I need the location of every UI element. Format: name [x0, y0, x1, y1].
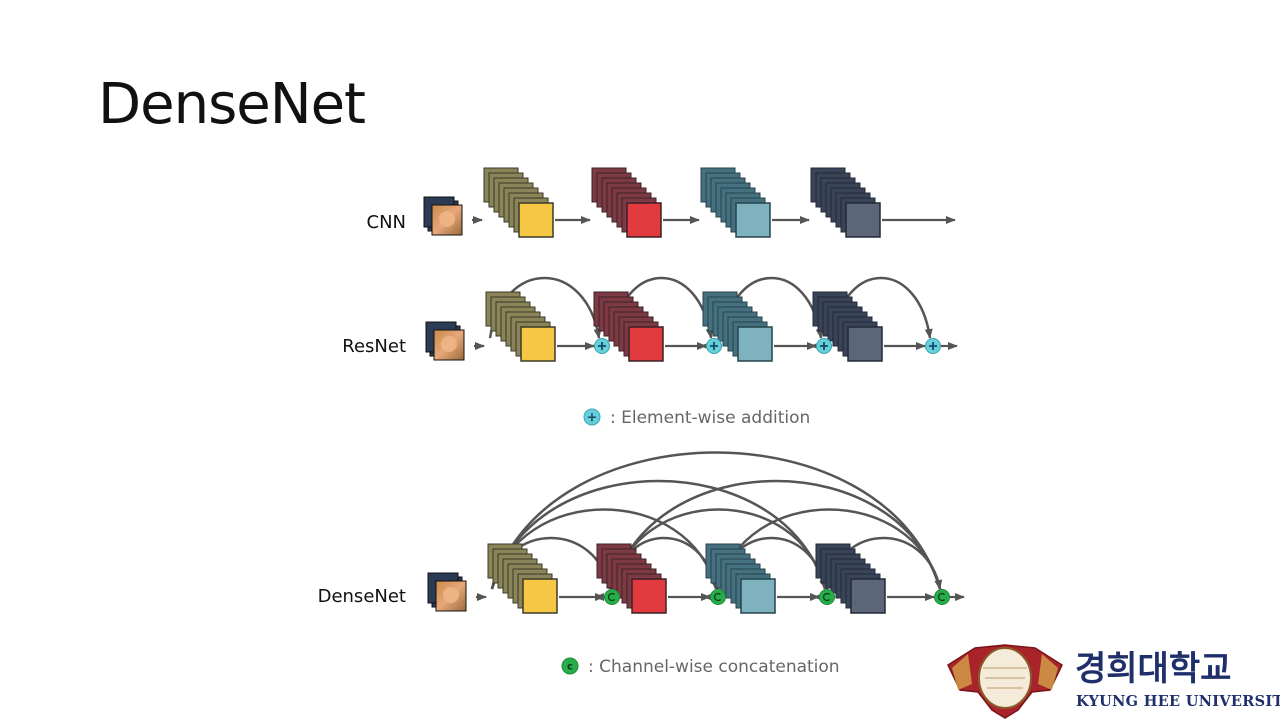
slide-title: DenseNet [98, 72, 366, 137]
row-label-densenet: DenseNet [318, 586, 406, 607]
feature-block-cnn-1 [483, 167, 554, 238]
feature-block-densenet-3 [705, 543, 776, 614]
feature-blocks [483, 167, 886, 614]
plus-icon [583, 408, 601, 426]
emblem-icon [947, 644, 1063, 719]
feature-block-cnn-4 [810, 167, 881, 238]
feature-block-densenet-2 [596, 543, 667, 614]
row-label-resnet: ResNet [342, 336, 406, 357]
dense-connection-1-4 [610, 479, 942, 590]
dense-connection-0-3 [490, 479, 827, 590]
legend-addition-symbol: + [587, 411, 598, 426]
feature-block-resnet-2 [593, 291, 664, 362]
add-junction-3 [816, 338, 832, 354]
add-junction-1 [594, 338, 610, 354]
feature-block-densenet-1 [487, 543, 558, 614]
legend-concatenation: c : Channel-wise concatenation [561, 657, 840, 677]
input-image-densenet [427, 572, 467, 612]
university-logo: 경희대학교 KYUNG HEE UNIVERSITY [947, 644, 1280, 719]
feature-block-resnet-1 [485, 291, 556, 362]
university-name-korean: 경희대학교 [1075, 649, 1231, 689]
dense-connection-0-4 [490, 451, 942, 590]
feature-block-cnn-3 [700, 167, 771, 238]
feature-block-cnn-2 [591, 167, 662, 238]
add-junction-4 [925, 338, 941, 354]
concat-junction-4 [934, 589, 950, 605]
input-images [423, 196, 467, 612]
feature-block-resnet-4 [812, 291, 883, 362]
concat-junction-1 [604, 589, 620, 605]
add-junction-2 [706, 338, 722, 354]
legend-concat-text: : Channel-wise concatenation [588, 657, 840, 677]
concat-icon [561, 657, 579, 675]
concat-junction-3 [819, 589, 835, 605]
input-image-resnet [425, 321, 465, 361]
junctions [594, 338, 950, 605]
feature-block-resnet-3 [702, 291, 773, 362]
row-label-cnn: CNN [367, 212, 407, 233]
input-image-cnn [423, 196, 463, 236]
concat-junction-2 [710, 589, 726, 605]
legend-addition-text: : Element-wise addition [610, 408, 810, 428]
legend-concat-symbol: c [567, 662, 573, 673]
university-name-english: KYUNG HEE UNIVERSITY [1076, 693, 1280, 710]
feature-block-densenet-4 [815, 543, 886, 614]
legend-addition: + : Element-wise addition [583, 408, 810, 428]
